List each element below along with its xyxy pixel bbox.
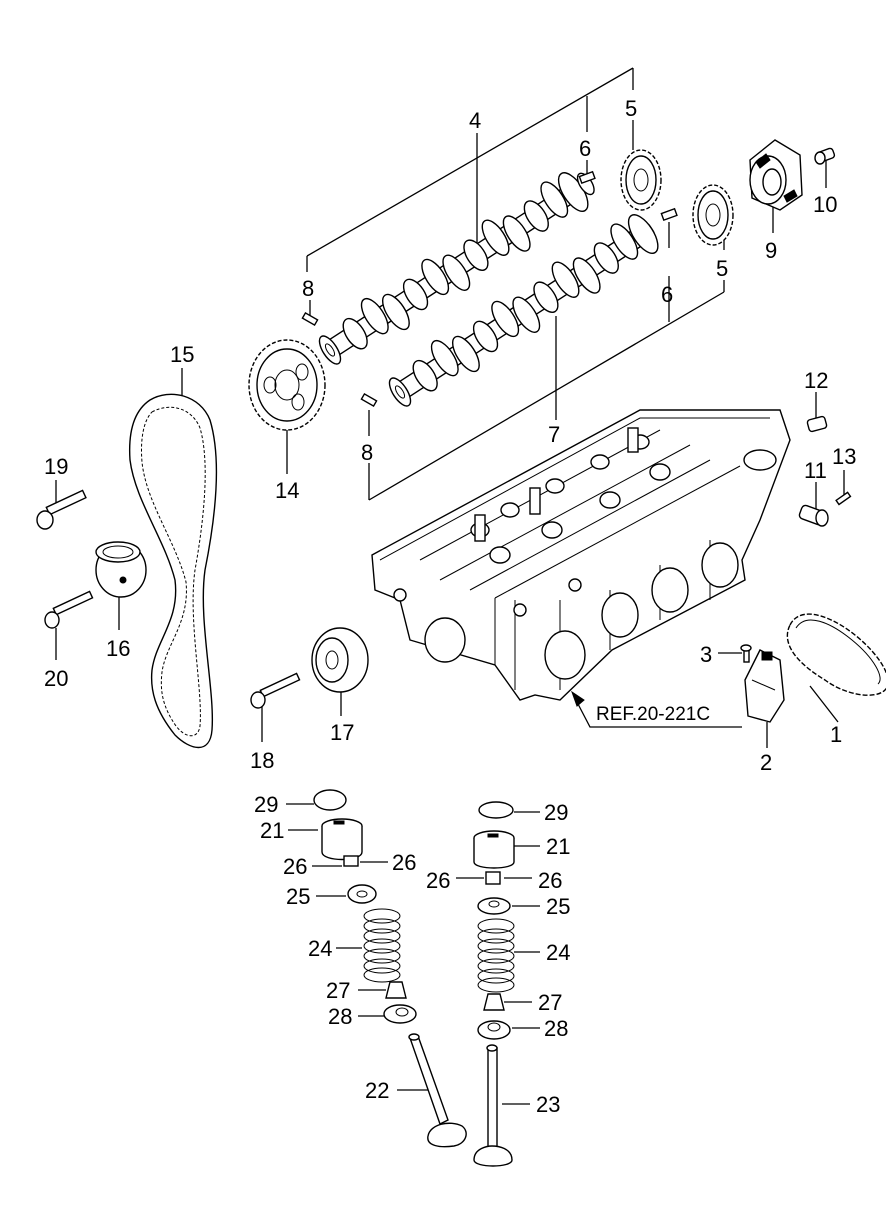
callout-23: 23	[536, 1092, 560, 1117]
callout-25-right: 25	[546, 894, 570, 919]
callout-9: 9	[765, 238, 777, 263]
oil-plug-12	[806, 415, 828, 433]
bolt-10	[814, 147, 836, 165]
callout-labels: 1 2 3 4 5 5 6 6 7 8 8 9 10 11 12 13 14 1…	[44, 96, 856, 1117]
callout-13: 13	[832, 444, 856, 469]
chain-tensioner-2	[744, 649, 785, 723]
callout-10: 10	[813, 192, 837, 217]
timing-pulley-cam	[248, 339, 326, 431]
cam-sprocket-lower	[692, 184, 734, 246]
belt-tensioner	[95, 541, 147, 598]
callout-18: 18	[250, 748, 274, 773]
key-lower	[660, 207, 678, 222]
callout-16: 16	[106, 636, 130, 661]
timing-chain	[786, 613, 886, 696]
callout-15: 15	[170, 342, 194, 367]
callout-29-right: 29	[544, 800, 568, 825]
cvvt-actuator	[749, 139, 803, 211]
callout-6-lower: 6	[661, 282, 673, 307]
callout-5-lower: 5	[716, 256, 728, 281]
camshaft-exhaust	[318, 172, 595, 365]
callout-11: 11	[804, 458, 827, 483]
bolt-3	[740, 644, 752, 663]
bolt-13	[835, 491, 852, 506]
callout-8-lower: 8	[361, 440, 373, 465]
callout-29-left: 29	[254, 792, 278, 817]
valve-train-left	[313, 789, 467, 1148]
cam-sprocket-upper	[620, 149, 662, 211]
idler-pulley	[311, 627, 369, 693]
callout-19: 19	[44, 454, 68, 479]
callout-28-right: 28	[544, 1016, 568, 1041]
timing-belt	[128, 393, 218, 749]
callout-25-left: 25	[286, 884, 310, 909]
callout-17: 17	[330, 720, 354, 745]
callout-8-upper: 8	[302, 276, 314, 301]
callout-27-left: 27	[326, 978, 350, 1003]
camshaft-intake	[388, 214, 659, 407]
callout-21-right: 21	[546, 834, 570, 859]
callout-3: 3	[700, 642, 712, 667]
cylinder-head	[371, 409, 791, 701]
bolt-19	[36, 489, 87, 530]
bolt-18	[250, 672, 301, 709]
callout-26-right-b: 26	[538, 868, 562, 893]
callout-26-left-b: 26	[392, 850, 416, 875]
bolt-20	[44, 590, 94, 629]
callout-26-right-a: 26	[426, 868, 450, 893]
callout-2: 2	[760, 750, 772, 775]
callout-14: 14	[275, 478, 299, 503]
callout-5-upper: 5	[625, 96, 637, 121]
sensor-11	[798, 504, 829, 527]
key-upper	[578, 170, 596, 185]
callout-24-left: 24	[308, 936, 332, 961]
callout-20: 20	[44, 666, 68, 691]
callout-4: 4	[469, 108, 481, 133]
callout-7: 7	[548, 422, 560, 447]
reference-note: REF.20-221C	[596, 704, 710, 725]
callout-21-left: 21	[260, 818, 284, 843]
callout-12: 12	[804, 368, 828, 393]
callout-28-left: 28	[328, 1004, 352, 1029]
callout-26-left-a: 26	[283, 854, 307, 879]
callout-27-right: 27	[538, 990, 562, 1015]
pin-upper	[301, 311, 319, 327]
callout-22: 22	[365, 1078, 389, 1103]
callout-1: 1	[830, 722, 842, 747]
valve-train-right	[473, 801, 515, 1167]
callout-6-upper: 6	[579, 136, 591, 161]
pin-lower	[360, 392, 378, 408]
callout-24-right: 24	[546, 940, 570, 965]
